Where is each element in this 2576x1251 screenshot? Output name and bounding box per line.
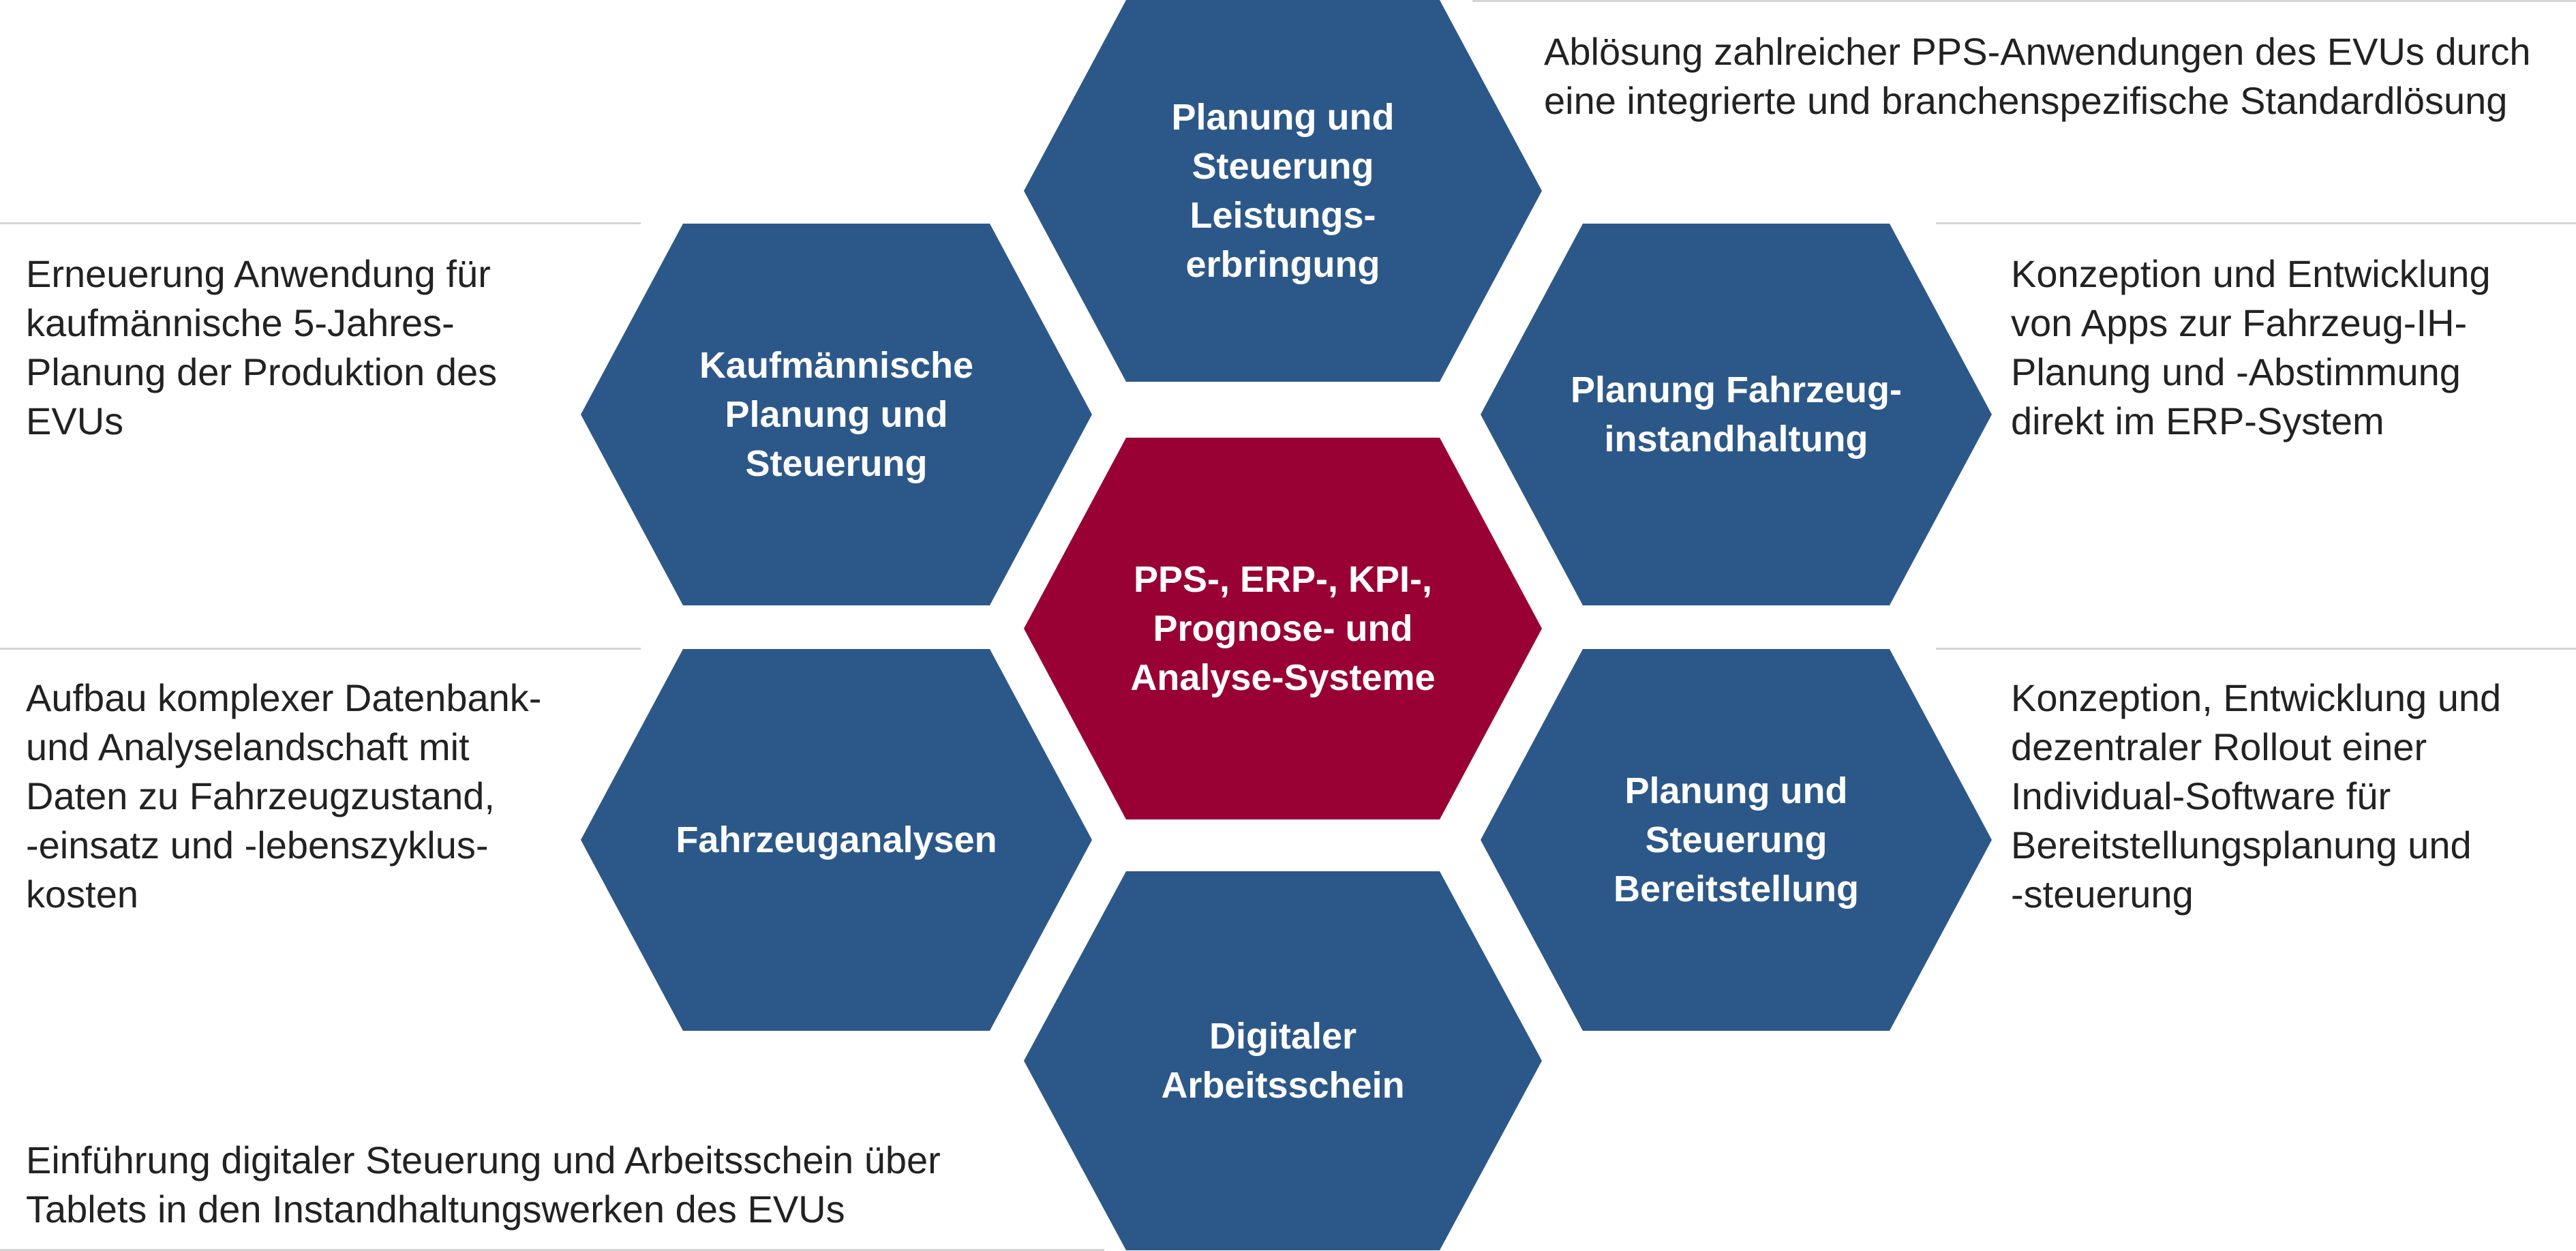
desc-top-right: Ablösung zahlreicher PPS-Anwendungen des…: [1544, 30, 2531, 122]
hex-center-shape: [1024, 438, 1542, 819]
hex-upper-left-label: Kaufmännische Planung und Steuerung: [699, 345, 974, 484]
hex-lower-left-shape: [581, 649, 1092, 1031]
hex-top-label: Planung und Steuerung Leistungs- erbring…: [1171, 97, 1395, 285]
rule-lower-left: [0, 648, 641, 650]
rule-top-right: [1472, 0, 2576, 2]
hex-upper-right-label: Planung Fahrzeug- instandhaltung: [1571, 370, 1902, 459]
hex-lower-left-label: Fahrzeuganalysen: [676, 819, 997, 860]
rule-lower-right: [1936, 648, 2576, 650]
desc-lower-left: Aufbau komplexer Datenbank- und Analysel…: [26, 676, 542, 916]
hex-bottom-label: Digitaler Arbeitsschein: [1161, 1016, 1405, 1106]
desc-upper-right: Konzeption und Entwicklung von Apps zur …: [2011, 252, 2491, 442]
desc-upper-left: Erneuerung Anwendung für kaufmännische 5…: [26, 252, 498, 442]
desc-bottom-left: Einführung digitaler Steuerung und Arbei…: [26, 1139, 941, 1231]
hex-bottom-shape: [1024, 871, 1542, 1250]
rule-upper-left: [0, 222, 641, 224]
hex-upper-right-shape: [1481, 224, 1992, 605]
hex-center-label: PPS-, ERP-, KPI-, Prognose- und Analyse-…: [1130, 559, 1436, 698]
hex-lower-right-label: Planung und Steuerung Bereitstellung: [1613, 770, 1860, 909]
hex-top-shape: [1024, 0, 1542, 382]
desc-lower-right: Konzeption, Entwicklung und dezentraler …: [2011, 676, 2502, 916]
hex-upper-left-shape: [581, 224, 1092, 605]
hex-lower-right-shape: [1481, 649, 1992, 1031]
rule-upper-right: [1936, 222, 2576, 224]
